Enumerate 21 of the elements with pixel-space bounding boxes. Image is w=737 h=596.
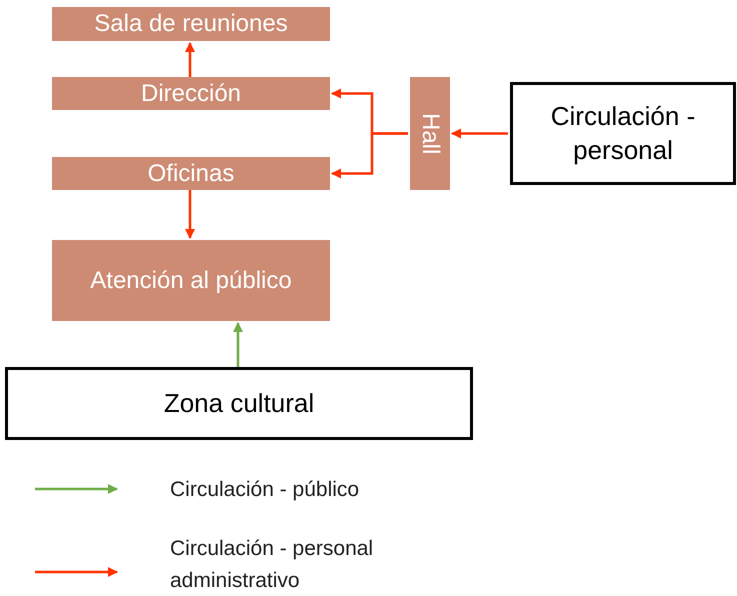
- node-label: Sala de reuniones: [94, 9, 288, 39]
- node-label: Atención al público: [90, 266, 292, 296]
- legend-label: Circulación - personal administrativo: [170, 536, 374, 594]
- node-label: Zona cultural: [164, 386, 314, 420]
- node-label: Circulación - personal: [550, 100, 696, 166]
- node-label: Dirección: [140, 78, 242, 108]
- arrow: [233, 322, 243, 367]
- arrow: [451, 128, 508, 138]
- room-box: [52, 7, 330, 41]
- legend-label: Circulación - público: [170, 477, 360, 503]
- node-label: Hall: [416, 112, 445, 154]
- hall-box: [410, 77, 450, 190]
- room-box: [52, 77, 330, 110]
- room-box: [52, 240, 330, 321]
- room-box: [52, 157, 330, 190]
- node-label: Oficinas: [148, 158, 234, 188]
- arrow: [185, 42, 195, 77]
- arrow: [185, 190, 195, 239]
- zone-box: [5, 367, 473, 440]
- zone-box: [510, 82, 736, 185]
- arrow: [331, 132, 408, 178]
